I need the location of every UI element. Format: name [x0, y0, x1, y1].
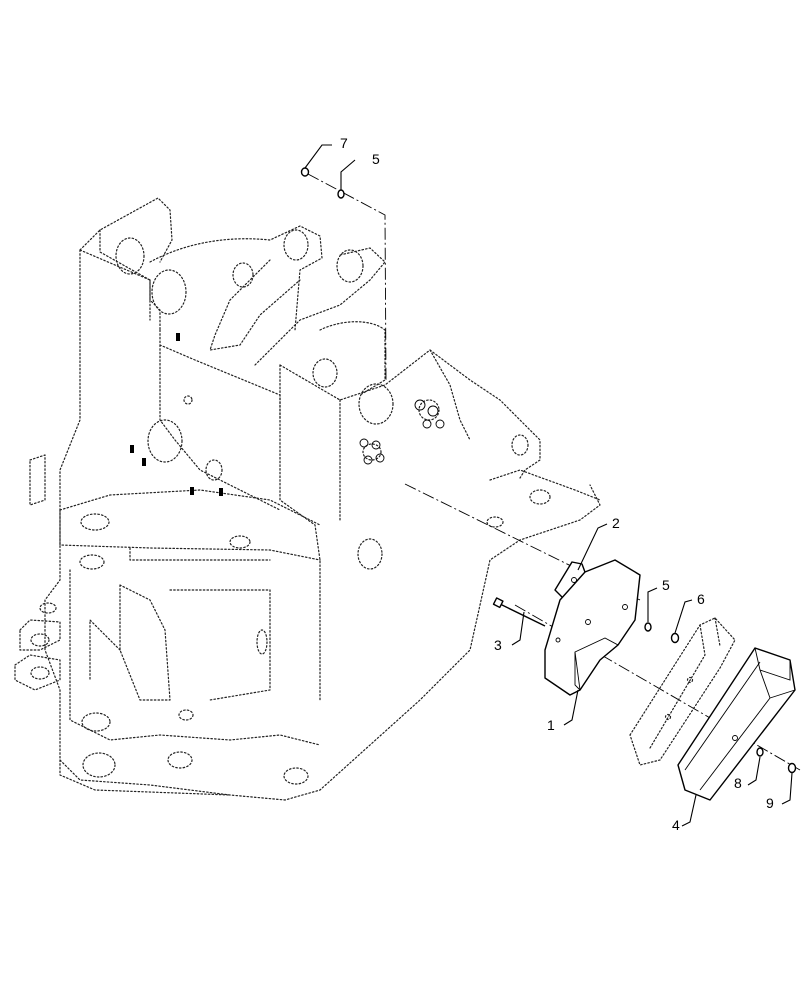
pin-mark — [130, 445, 134, 453]
callout-2: 2 — [612, 515, 620, 531]
part-5-washer-lower — [644, 622, 652, 632]
callout-5-upper: 5 — [372, 151, 380, 167]
part-5-washer-upper — [337, 189, 345, 199]
pin-mark — [190, 487, 194, 495]
part-9-nut — [787, 762, 797, 774]
part-4-guard — [677, 647, 796, 801]
part-7-nut — [300, 167, 310, 177]
frame-assembly — [14, 197, 601, 801]
part-1-cover-plate — [544, 559, 641, 696]
pin-mark — [219, 488, 223, 496]
pin-mark — [176, 333, 180, 341]
channel-bracket-reference — [629, 617, 736, 766]
part-3-bolt — [492, 597, 546, 627]
callout-4: 4 — [672, 817, 680, 833]
callout-8: 8 — [734, 775, 742, 791]
callout-5-lower: 5 — [662, 577, 670, 593]
part-6-nut — [670, 632, 680, 644]
part-8-washer — [756, 747, 764, 757]
pin-mark — [142, 458, 146, 466]
fitting-cluster-upper — [414, 399, 445, 429]
callout-1: 1 — [547, 717, 555, 733]
fitting-cluster-lower — [359, 438, 385, 465]
callout-7: 7 — [340, 135, 348, 151]
callout-3: 3 — [494, 637, 502, 653]
callout-6: 6 — [697, 591, 705, 607]
leader-lines — [304, 144, 793, 827]
callout-9: 9 — [766, 795, 774, 811]
assembly-centerlines — [307, 173, 801, 771]
